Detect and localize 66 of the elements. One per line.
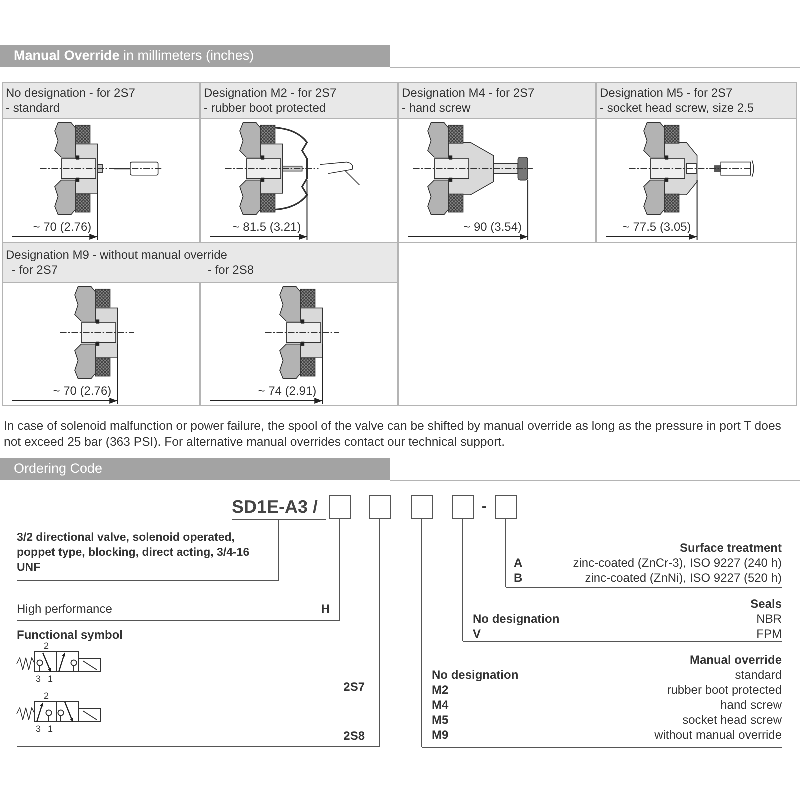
option-description: NBR	[756, 612, 782, 626]
option-heading: Surface treatment	[680, 541, 782, 555]
option-code: M2	[432, 683, 449, 697]
leader-line	[462, 518, 464, 642]
option-code: M5	[432, 713, 449, 727]
option-description: zinc-coated (ZnCr-3), ISO 9227 (240 h)	[573, 556, 782, 570]
option-description: hand screw	[720, 698, 782, 712]
dimension-text: ~ 70 (2.76)	[52, 384, 112, 398]
table-header-text: Designation M2 - for 2S7	[204, 86, 337, 100]
option-code: B	[514, 571, 523, 585]
table-header-text: - rubber boot protected	[204, 101, 326, 115]
dimension-text: ~ 81.5 (3.21)	[232, 220, 302, 234]
port-number: 1	[48, 724, 54, 734]
option-code: No designation	[432, 668, 519, 682]
option-group	[506, 541, 782, 588]
code-box	[452, 495, 474, 519]
option-heading: Seals	[750, 597, 782, 611]
dimension-text: ~ 90 (3.54)	[462, 220, 522, 234]
option-code: No designation	[473, 612, 560, 626]
dimension-text: ~ 74 (2.91)	[257, 384, 317, 398]
table-header-text: - socket head screw, size 2.5	[600, 101, 754, 115]
separator-dash: -	[482, 499, 487, 513]
table-header-text: - for 2S7	[12, 263, 58, 277]
section-header: Manual Override in millimeters (inches)	[0, 45, 390, 67]
table-header-text: - for 2S8	[208, 263, 254, 277]
code-box	[411, 495, 433, 519]
note-paragraph: In case of solenoid malfunction or power failure, the spool of the valve can be shifted by manual override as long as the pressure in port T does not exceed 25 bar (363 PSI). For alternative manual overrides contact our technical support.	[4, 418, 782, 450]
option-description: zinc-coated (ZnNi), ISO 9227 (520 h)	[585, 571, 782, 585]
dimension-text: ~ 70 (2.76)	[32, 220, 92, 234]
table-header-text: No designation - for 2S7	[6, 86, 136, 100]
option-description: without manual override	[654, 728, 782, 742]
option-code: M4	[432, 698, 449, 712]
table-header-text: Designation M4 - for 2S7	[402, 86, 535, 100]
functional-symbol-group	[17, 628, 380, 747]
port-number: 1	[48, 674, 54, 684]
option-heading: Manual override	[690, 653, 782, 667]
table-header-text: - hand screw	[402, 101, 471, 115]
code-box	[495, 495, 517, 519]
option-group	[463, 597, 782, 642]
option-code: A	[514, 556, 523, 570]
dimension-text: ~ 77.5 (3.05)	[622, 220, 692, 234]
option-description: High performance	[17, 602, 112, 616]
table-header-text: - standard	[6, 101, 60, 115]
port-number: 2	[44, 641, 50, 651]
leader-line	[278, 520, 280, 581]
option-code: 2S8	[344, 729, 365, 743]
option-group	[422, 653, 782, 748]
section-header: Ordering Code	[0, 458, 390, 480]
option-code: M9	[432, 728, 449, 742]
port-number: 2	[44, 691, 50, 701]
code-box	[329, 495, 351, 519]
option-description: standard	[735, 668, 782, 682]
code-box	[369, 495, 391, 519]
option-heading: Functional symbol	[17, 628, 124, 642]
model-code: SD1E-A3 /	[232, 495, 326, 520]
table-header-text: Designation M5 - for 2S7	[600, 86, 733, 100]
option-code: H	[321, 602, 330, 616]
option-description: FPM	[756, 627, 782, 641]
option-description: socket head screw	[682, 713, 782, 727]
option-code: 2S7	[344, 680, 365, 694]
product-description: 3/2 directional valve, solenoid operated, poppet type, blocking, direct acting, 3/4-16 UNF	[17, 531, 279, 581]
option-code: V	[473, 627, 482, 641]
option-description: rubber boot protected	[667, 683, 782, 697]
port-number: 3	[36, 674, 42, 684]
port-number: 3	[36, 724, 42, 734]
table-header-text: Designation M9 - without manual override	[6, 248, 228, 262]
